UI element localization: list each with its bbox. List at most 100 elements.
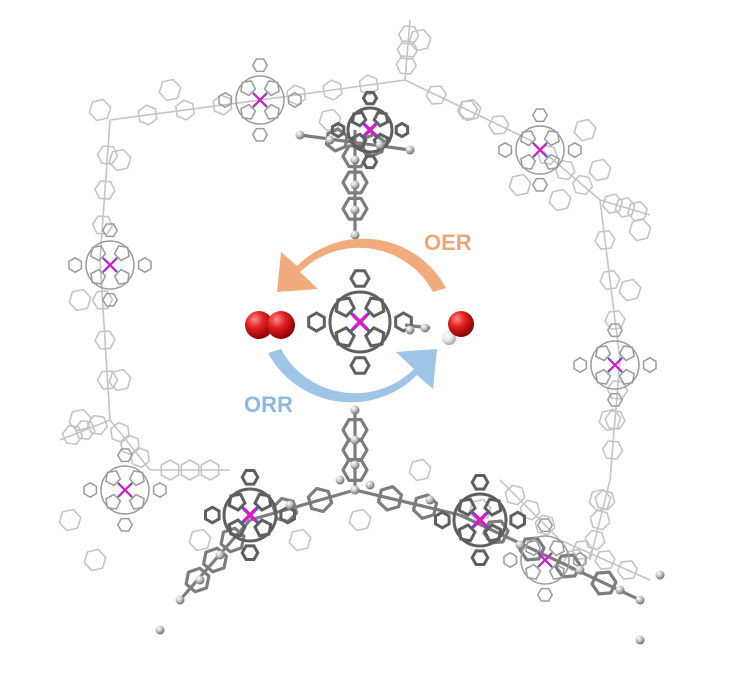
phenyl-ring xyxy=(548,188,572,212)
oxygen-molecule xyxy=(245,311,295,339)
macrocycle xyxy=(85,240,135,290)
pyrrole-ring xyxy=(457,497,477,517)
carbon-atom xyxy=(515,540,525,550)
pyrrole-ring xyxy=(90,268,107,285)
pyrrole-ring xyxy=(263,103,280,120)
pyrrole-ring xyxy=(105,493,122,510)
phenyl-ring xyxy=(94,330,116,350)
water-molecule xyxy=(442,311,474,345)
phenyl-ring xyxy=(180,459,200,481)
oxygen-atom xyxy=(267,311,295,339)
pyrrole-ring xyxy=(253,492,273,512)
phenyl-ring xyxy=(341,196,369,221)
carbon-atom xyxy=(350,205,360,215)
phenyl-ring xyxy=(584,529,606,551)
carbon-atom xyxy=(325,135,335,145)
phenyl-ring xyxy=(531,108,549,123)
phenyl-ring xyxy=(614,197,636,218)
metal-bond xyxy=(242,507,258,523)
pyrrole-ring xyxy=(618,368,635,385)
phenyl-ring xyxy=(604,410,626,430)
carbon-atom xyxy=(295,130,305,140)
carbon-atom xyxy=(215,550,225,560)
pyrrole-ring xyxy=(128,470,145,487)
carbon-atom xyxy=(350,435,360,445)
linker-bond xyxy=(599,199,621,361)
metal-bond xyxy=(363,123,377,137)
metal-bond xyxy=(533,143,547,157)
phenyl-ring xyxy=(318,108,342,132)
phenyl-ring xyxy=(588,488,612,512)
phenyl-ring xyxy=(58,508,82,532)
phenyl-ring xyxy=(394,121,410,139)
phenyl-ring xyxy=(487,115,510,135)
phenyl-ring xyxy=(376,485,404,512)
pyrrole-ring xyxy=(90,245,107,262)
curved-arrow-right-icon xyxy=(268,349,437,403)
curved-arrow-left-icon xyxy=(277,238,446,292)
linker-bond xyxy=(354,488,461,517)
phenyl-ring xyxy=(349,269,371,288)
phenyl-ring xyxy=(330,121,346,139)
phenyl-ring xyxy=(94,180,116,200)
phenyl-ring xyxy=(606,323,624,338)
carbon-atom xyxy=(285,500,295,510)
linker-bond xyxy=(459,513,641,602)
phenyl-ring xyxy=(251,58,269,73)
pyrrole-ring xyxy=(483,523,503,543)
pyrrole-ring xyxy=(240,103,257,120)
carbon-atom xyxy=(375,140,385,150)
phenyl-ring xyxy=(137,104,158,126)
phenyl-ring xyxy=(408,458,432,482)
linker-bond xyxy=(299,133,411,152)
porphyrin-units xyxy=(68,58,657,602)
carbon-atom xyxy=(425,495,435,505)
framework-thick-bonds xyxy=(178,127,641,602)
phenyl-ring xyxy=(91,215,114,235)
phenyl-ring xyxy=(116,448,134,463)
phenyl-ring xyxy=(361,90,379,106)
pyrrole-ring xyxy=(227,492,247,512)
phenyl-ring xyxy=(152,481,167,499)
pyrrole-ring xyxy=(595,368,612,385)
phenyl-ring xyxy=(616,560,639,580)
porphyrin xyxy=(68,223,152,307)
carbon-atom xyxy=(335,475,345,485)
phenyl-ring xyxy=(599,269,621,291)
linker-bond xyxy=(404,19,411,81)
phenyl-ring xyxy=(573,356,588,374)
phenyl-ring xyxy=(204,505,221,525)
phenyl-ring xyxy=(573,118,597,142)
macrocycle xyxy=(235,75,285,125)
carbon-atom xyxy=(155,625,165,635)
phenyl-ring xyxy=(601,440,624,460)
phenyl-ring xyxy=(504,484,526,506)
pyrrole-ring xyxy=(483,497,503,517)
carbon-atom xyxy=(350,180,360,190)
phenyl-ring xyxy=(240,469,260,486)
phenyl-ring xyxy=(594,230,616,250)
phenyl-ring xyxy=(101,292,119,307)
framework-thin-bonds xyxy=(58,19,652,581)
phenyl-ring xyxy=(68,408,92,432)
phenyl-ring xyxy=(212,94,233,116)
linker-bond xyxy=(99,259,111,421)
phenyl-ring xyxy=(519,499,541,521)
phenyl-ring xyxy=(518,536,546,562)
oxygen-atom xyxy=(448,311,474,337)
carbon-atom xyxy=(405,145,415,155)
pyrrole-ring xyxy=(457,523,477,543)
macrocycle xyxy=(100,465,150,515)
phenyl-ring xyxy=(96,370,119,390)
porphyrin xyxy=(218,58,302,142)
carbon-atom xyxy=(635,635,645,645)
macrocycle xyxy=(222,487,278,543)
macrocycle xyxy=(346,106,394,154)
metal-bond xyxy=(472,512,488,528)
linker-bond xyxy=(529,139,601,201)
phenyl-ring xyxy=(61,424,84,446)
carbon-atom xyxy=(350,230,360,240)
phenyl-ring xyxy=(108,148,132,172)
phenyl-ring xyxy=(307,311,326,333)
phenyl-ring xyxy=(96,145,119,165)
